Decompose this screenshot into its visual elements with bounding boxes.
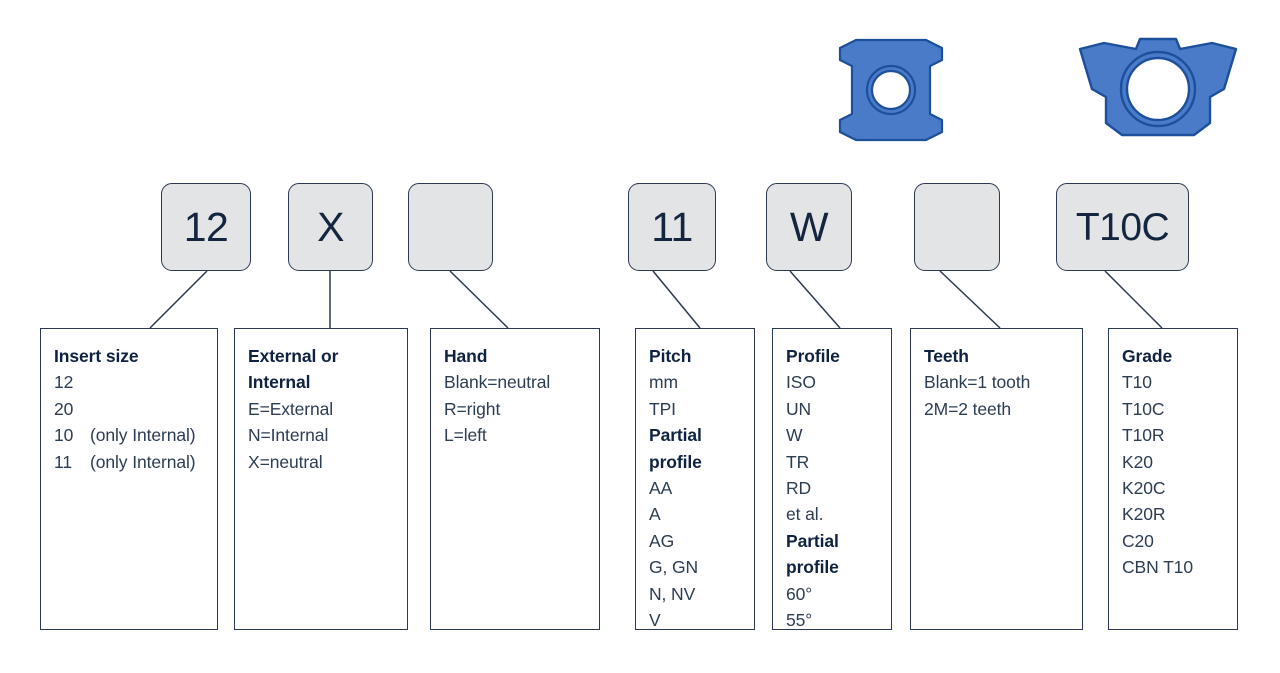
legend-item: R=right [444,398,501,419]
legend-title: Profile [786,346,840,366]
legend-item: 11(only Internal) [54,451,196,472]
legend-items: T10 T10C T10R K20 K20C K20R C20 CBN T10 [1122,369,1237,580]
legend-title: External or Internal [248,346,339,393]
legend-teeth: Teeth Blank=1 tooth 2M=2 teeth [910,328,1083,630]
legend-item: TPI [649,398,676,419]
legend-item: TR [786,451,810,472]
legend-item: mm [649,372,678,393]
legend-item: AG [649,530,675,551]
legend-item: Blank=neutral [444,372,551,393]
legend-item: 12 [54,372,74,393]
legend-items: Blank=neutral R=right L=left [444,369,599,448]
legend-item: K20C [1122,478,1166,499]
legend-item: UN [786,398,812,419]
chip-profile[interactable]: W [766,183,852,271]
connector-teeth [939,270,1001,329]
chip-teeth[interactable] [914,183,1000,271]
legend-item: AA [649,478,673,499]
connector-hand [449,270,509,329]
legend-title: Grade [1122,346,1173,366]
legend-item: A [649,504,661,525]
legend-items: 12 20 10(only Internal) 11(only Internal… [54,369,217,475]
insert-winged-illustration [1078,37,1238,137]
chip-external-internal[interactable]: X [288,183,373,271]
legend-item: profile [649,451,702,472]
legend-item: 2M=2 teeth [924,398,1012,419]
legend-item: ISO [786,372,816,393]
legend-item: N=Internal [248,425,329,446]
chip-pitch[interactable]: 11 [628,183,716,271]
connector-grade [1104,270,1163,329]
connector-pitch [652,270,701,329]
legend-item: 60° [786,583,813,604]
connector-profile [789,270,841,329]
chip-insert-size[interactable]: 12 [161,183,251,271]
legend-item: Partial [786,530,839,551]
legend-items: ISO UN W TR RD et al. Partial profile 60… [786,369,891,633]
legend-item: X=neutral [248,451,323,472]
legend-items: mm TPI Partial profile AA A AG G, GN N, … [649,369,754,633]
legend-item: N, NV [649,583,696,604]
legend-item: T10C [1122,398,1165,419]
legend-pitch: Pitch mm TPI Partial profile AA A AG G, … [635,328,755,630]
legend-hand: Hand Blank=neutral R=right L=left [430,328,600,630]
legend-item: G, GN [649,557,699,578]
legend-item: Blank=1 tooth [924,372,1031,393]
legend-title: Hand [444,346,488,366]
legend-grade: Grade T10 T10C T10R K20 K20C K20R C20 CB… [1108,328,1238,630]
legend-item: K20R [1122,504,1166,525]
legend-item: T10 [1122,372,1152,393]
legend-item: V [649,610,661,631]
legend-item: C20 [1122,530,1154,551]
legend-item: profile [786,557,839,578]
legend-item: CBN T10 [1122,557,1193,578]
legend-item: E=External [248,398,334,419]
legend-item: T10R [1122,425,1165,446]
legend-item: 10(only Internal) [54,425,196,446]
legend-item: 20 [54,398,74,419]
insert-square-illustration [838,38,944,142]
legend-insert-size: Insert size 12 20 10(only Internal) 11(o… [40,328,218,630]
legend-items: E=External N=Internal X=neutral [248,396,407,475]
legend-title: Pitch [649,346,692,366]
legend-items: Blank=1 tooth 2M=2 teeth [924,369,1082,422]
chip-hand[interactable] [408,183,493,271]
legend-external-internal: External or Internal E=External N=Intern… [234,328,408,630]
legend-item: W [786,425,803,446]
legend-item: L=left [444,425,487,446]
legend-item: 55° [786,610,813,631]
legend-item: et al. [786,504,824,525]
legend-title: Insert size [54,346,139,366]
connector-insert-size [149,270,208,329]
legend-item: RD [786,478,812,499]
legend-title: Teeth [924,346,969,366]
chip-grade[interactable]: T10C [1056,183,1189,271]
legend-item: K20 [1122,451,1153,472]
legend-item: Partial [649,425,702,446]
legend-profile: Profile ISO UN W TR RD et al. Partial pr… [772,328,892,630]
